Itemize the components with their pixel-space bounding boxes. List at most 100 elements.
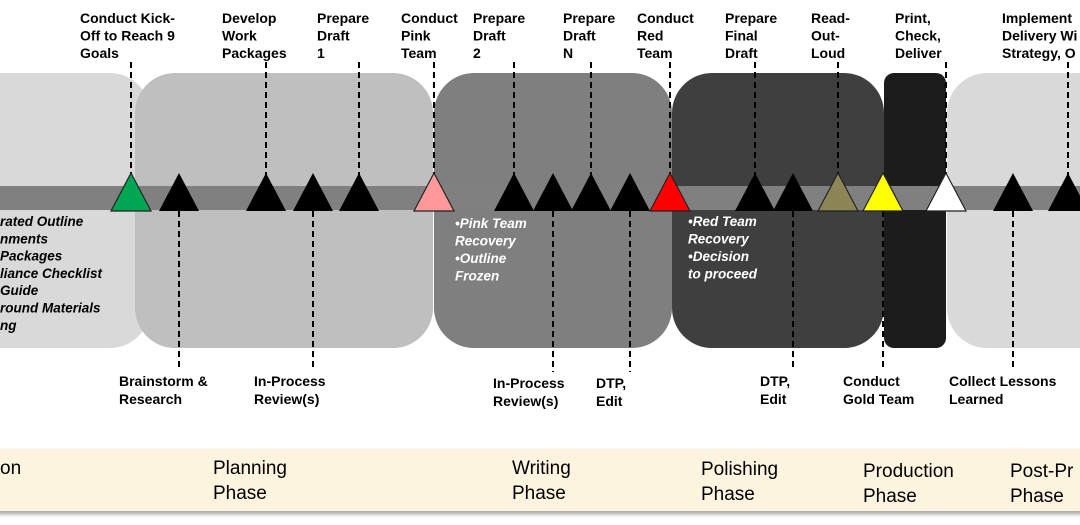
panel-note-line: Recovery [688, 232, 750, 247]
phase-label-line: on [0, 458, 21, 479]
top-label-line: Delivery Wi [1002, 28, 1077, 44]
milestone-triangle [571, 173, 611, 211]
milestone-triangle [735, 173, 775, 211]
bottom-label-line: Research [119, 391, 182, 407]
bottom-label: Brainstorm & Research [119, 373, 208, 407]
milestone-triangle [293, 173, 333, 211]
milestone-triangle [817, 171, 859, 212]
top-label-line: Draft [725, 45, 758, 61]
milestone-triangle [413, 171, 455, 212]
top-label-line: N [563, 45, 573, 61]
top-label-line: Deliver [895, 45, 942, 61]
milestone-triangle [925, 171, 967, 212]
bottom-label: DTP,Edit [596, 375, 626, 409]
phase-panel [884, 73, 946, 348]
top-label-line: Read- [811, 10, 850, 26]
phase-label: on [0, 458, 21, 479]
bottom-label-line: Brainstorm & [119, 373, 208, 389]
top-label-line: Out- [811, 28, 840, 44]
top-label-line: Develop [222, 10, 276, 26]
panel-note-line: Recovery [455, 234, 517, 249]
top-label-line: Packages [222, 45, 287, 61]
top-label-line: Strategy, O [1002, 45, 1076, 61]
milestone-triangle [339, 173, 379, 211]
panel-note-line: to proceed [688, 267, 758, 282]
bottom-label-line: Gold Team [843, 391, 914, 407]
milestone-triangle [1048, 173, 1080, 211]
top-label-line: Team [401, 45, 437, 61]
panel-note-line: ng [0, 318, 17, 333]
top-label: Read- Out-Loud [811, 10, 850, 61]
top-label-line: Print, [895, 10, 931, 26]
phase-label-line: Phase [512, 483, 566, 504]
phase-label-line: Phase [213, 483, 267, 504]
panel-note-line: Frozen [455, 269, 499, 284]
bottom-label-line: Learned [949, 391, 1003, 407]
milestone-triangle [993, 173, 1033, 211]
top-label-line: Draft [317, 28, 350, 44]
milestone-triangle [159, 173, 199, 211]
top-label-line: Final [725, 28, 758, 44]
top-label-line: Prepare [473, 10, 525, 26]
panel-note-line: •Outline [455, 251, 507, 266]
bottom-label-line: Conduct [843, 373, 900, 389]
top-label-line: Pink [401, 28, 431, 44]
milestone-triangle [246, 173, 286, 211]
top-label-line: Implement [1002, 10, 1072, 26]
top-label-line: Off to Reach 9 [80, 28, 175, 44]
top-label-line: Prepare [725, 10, 777, 26]
top-label-line: Prepare [563, 10, 615, 26]
top-label-line: Team [637, 45, 673, 61]
milestone-triangle [862, 171, 904, 212]
panel-note-line: rated Outline [0, 214, 84, 229]
bottom-label-line: DTP, [760, 373, 790, 389]
top-label-line: Draft [563, 28, 596, 44]
phase-label-line: Production [863, 461, 954, 482]
top-label-line: Prepare [317, 10, 369, 26]
phase-label-line: Phase [863, 486, 917, 507]
top-label-line: Conduct Kick- [80, 10, 175, 26]
phase-label-line: Phase [1010, 486, 1064, 507]
phase-label-line: Post-Pr [1010, 461, 1074, 482]
phase-panel [0, 73, 150, 348]
top-label: Print,Check,Deliver [895, 10, 942, 61]
panel-note-line: •Decision [688, 249, 749, 264]
phase-bar [0, 449, 1080, 511]
top-label-line: Conduct [637, 10, 694, 26]
phase-label-line: Phase [701, 484, 755, 505]
phase-label-line: Writing [512, 458, 571, 479]
panel-note-line: Packages [0, 249, 63, 264]
milestone-triangle [649, 171, 691, 212]
top-label-line: Loud [811, 45, 845, 61]
phase-label-line: Polishing [701, 459, 778, 480]
top-label-line: Goals [80, 45, 119, 61]
milestone-markers [110, 171, 1080, 212]
panel-note-line: round Materials [0, 301, 101, 316]
panel-note-line: Guide [0, 283, 39, 298]
milestone-triangle [610, 173, 650, 211]
top-label-line: Red [637, 28, 663, 44]
bottom-label-line: DTP, [596, 375, 626, 391]
bottom-label-line: Review(s) [254, 391, 319, 407]
connector-lines [130, 62, 1069, 372]
